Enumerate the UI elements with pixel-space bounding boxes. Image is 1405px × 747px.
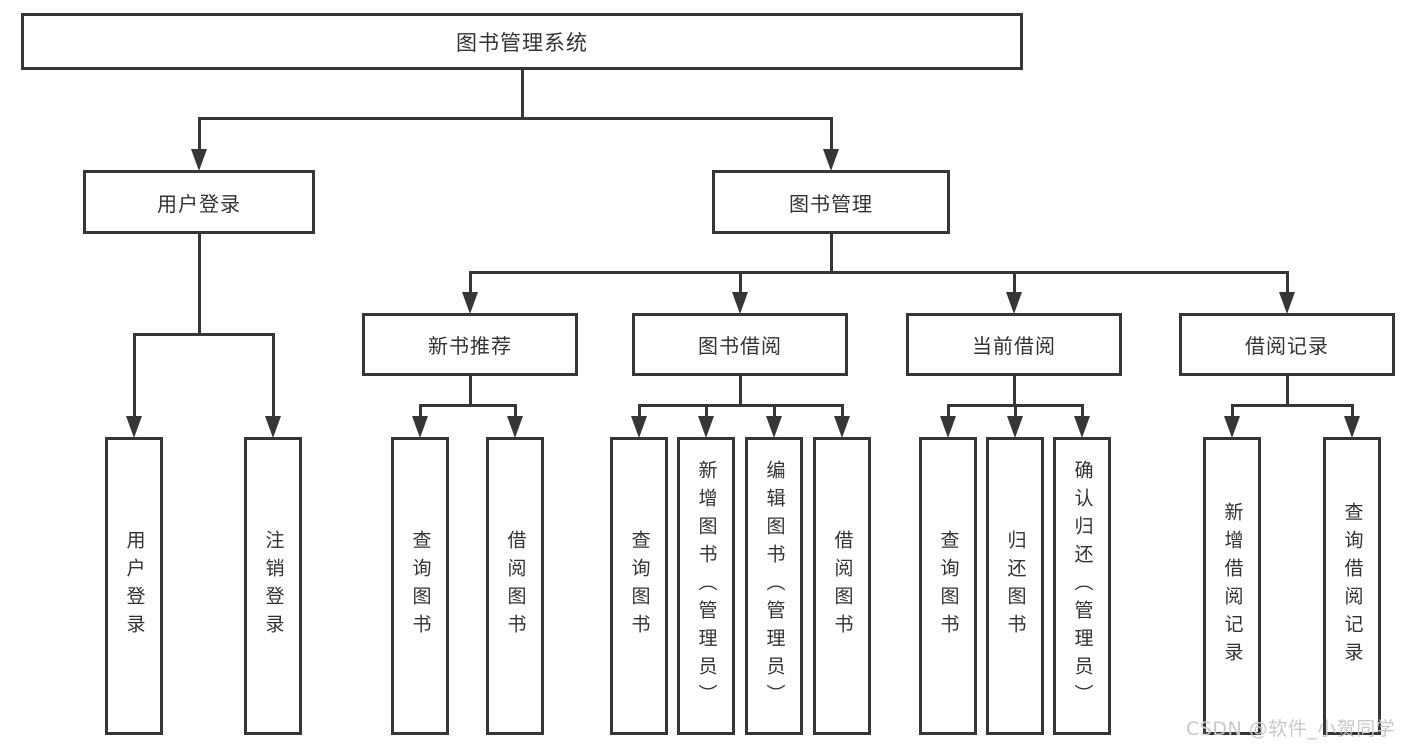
- connector-line: [520, 70, 524, 118]
- node-label: 查询图书: [409, 530, 432, 642]
- node-borrow-records: 借阅记录: [1179, 313, 1395, 376]
- arrow-down-icon: [732, 292, 748, 314]
- node-new-book-recommend: 新书推荐: [362, 313, 578, 376]
- arrow-down-icon: [631, 416, 647, 438]
- node-label: 图书管理系统: [456, 30, 588, 55]
- connector-line: [1230, 405, 1234, 417]
- connector-line: [1285, 376, 1289, 405]
- connector-line: [738, 272, 742, 293]
- connector-line: [1012, 376, 1016, 405]
- node-root: 图书管理系统: [21, 13, 1023, 70]
- connector-line: [468, 376, 472, 405]
- node-leaf-logout: 注销登录: [244, 437, 302, 735]
- node-label: 图书管理: [789, 191, 873, 216]
- connector-line: [197, 118, 201, 150]
- node-book-borrow: 图书借阅: [632, 313, 848, 376]
- node-label: 编辑图书（管理员）: [763, 460, 786, 712]
- connector-line: [1013, 405, 1017, 417]
- arrow-down-icon: [412, 416, 428, 438]
- arrow-down-icon: [1279, 292, 1295, 314]
- node-label: 新增图书（管理员）: [695, 460, 718, 712]
- node-leaf-confirm-return: 确认归还（管理员）: [1053, 437, 1111, 735]
- arrow-down-icon: [1006, 292, 1022, 314]
- connector-line: [840, 405, 844, 417]
- arrow-down-icon: [1344, 416, 1360, 438]
- node-label: 注销登录: [262, 530, 285, 642]
- connector-line: [1350, 405, 1354, 417]
- node-label: 新增借阅记录: [1221, 502, 1244, 670]
- node-leaf-edit-books-admin: 编辑图书（管理员）: [745, 437, 803, 735]
- connector-line: [271, 334, 275, 417]
- node-leaf-query-books-3: 查询图书: [919, 437, 977, 735]
- node-label: 查询图书: [628, 530, 651, 642]
- arrow-down-icon: [507, 416, 523, 438]
- node-leaf-add-books-admin: 新增图书（管理员）: [677, 437, 735, 735]
- connector-line: [132, 334, 136, 417]
- arrow-down-icon: [462, 292, 478, 314]
- watermark: CSDN @软件_小贺同学: [1186, 718, 1396, 740]
- node-label: 归还图书: [1004, 530, 1027, 642]
- node-leaf-return-books: 归还图书: [986, 437, 1044, 735]
- connector-line: [637, 405, 641, 417]
- connector-line: [946, 405, 950, 417]
- connector-line: [738, 376, 742, 405]
- node-label: 借阅图书: [831, 530, 854, 642]
- connector-line: [197, 234, 201, 334]
- arrow-down-icon: [823, 149, 839, 171]
- connector-line: [513, 405, 517, 417]
- node-book-management: 图书管理: [712, 170, 950, 234]
- arrow-down-icon: [1007, 416, 1023, 438]
- arrow-down-icon: [191, 149, 207, 171]
- arrow-down-icon: [126, 416, 142, 438]
- connector-line: [1230, 403, 1354, 407]
- connector-line: [1285, 272, 1289, 293]
- connector-line: [468, 270, 1289, 274]
- node-label: 确认归还（管理员）: [1071, 460, 1094, 712]
- connector-line: [1012, 272, 1016, 293]
- arrow-down-icon: [766, 416, 782, 438]
- node-label: 图书借阅: [698, 334, 782, 358]
- connector-line: [418, 405, 422, 417]
- arrow-down-icon: [940, 416, 956, 438]
- connector-line: [197, 116, 833, 120]
- node-user-login: 用户登录: [83, 170, 315, 234]
- node-label: 用户登录: [123, 530, 146, 642]
- node-label: 查询借阅记录: [1341, 502, 1364, 670]
- node-label: 当前借阅: [972, 334, 1056, 358]
- arrow-down-icon: [265, 416, 281, 438]
- arrow-down-icon: [698, 416, 714, 438]
- connector-line: [704, 405, 708, 417]
- connector-line: [829, 234, 833, 272]
- node-leaf-query-books-2: 查询图书: [610, 437, 668, 735]
- node-current-borrow: 当前借阅: [906, 313, 1122, 376]
- node-label: 用户登录: [157, 191, 241, 216]
- node-leaf-borrow-books-1: 借阅图书: [486, 437, 544, 735]
- connector-line: [637, 403, 844, 407]
- connector-line: [132, 332, 275, 336]
- node-leaf-query-borrow-record: 查询借阅记录: [1323, 437, 1381, 735]
- connector-line: [829, 118, 833, 150]
- connector-line: [1080, 405, 1084, 417]
- node-leaf-user-login: 用户登录: [105, 437, 163, 735]
- arrow-down-icon: [834, 416, 850, 438]
- node-label: 查询图书: [937, 530, 960, 642]
- connector-line: [418, 403, 517, 407]
- node-leaf-query-books-1: 查询图书: [391, 437, 449, 735]
- node-leaf-add-borrow-record: 新增借阅记录: [1203, 437, 1261, 735]
- node-label: 新书推荐: [428, 334, 512, 358]
- connector-line: [772, 405, 776, 417]
- arrow-down-icon: [1074, 416, 1090, 438]
- connector-line: [468, 272, 472, 293]
- node-label: 借阅记录: [1245, 334, 1329, 358]
- node-leaf-borrow-books-2: 借阅图书: [813, 437, 871, 735]
- arrow-down-icon: [1224, 416, 1240, 438]
- node-label: 借阅图书: [504, 530, 527, 642]
